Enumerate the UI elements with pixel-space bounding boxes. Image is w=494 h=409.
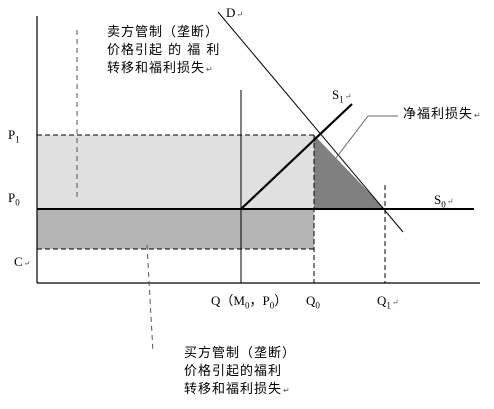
seller-annotation-line-2: 价格引起 的 福 利: [107, 43, 221, 58]
q-m0-p0-label: Q（M0，P0）: [211, 293, 288, 311]
demand-label: D↵: [226, 5, 244, 20]
buyer-callout-line: [146, 244, 154, 353]
net-loss-annotation: 净福利损失↵: [403, 107, 482, 122]
seller-annotation-line-1: 卖方管制（垄断）: [107, 25, 220, 40]
net-welfare-loss-triangle: [314, 135, 385, 209]
net-loss-text: 净福利损失: [403, 107, 474, 122]
net-loss-callout-diag: [335, 115, 369, 159]
seller-annotation: 卖方管制（垄断） 价格引起 的 福 利 转移和福利损失↵: [107, 24, 220, 79]
supply-s1-line: [240, 103, 353, 210]
c-label: C↵: [14, 254, 31, 269]
seller-annotation-line-3: 转移和福利损失↵: [107, 61, 214, 76]
buyer-annotation-line-3: 转移和福利损失↵: [184, 382, 291, 397]
seller-transfer-area: [37, 135, 314, 209]
demand-curve-line: [217, 11, 404, 233]
s0-label: S0↵: [434, 192, 454, 210]
p0-label: P0: [8, 190, 20, 208]
buyer-annotation: 买方管制（垄断） 价格引起的福利 转移和福利损失↵: [184, 345, 296, 400]
q0-label: Q0: [306, 293, 320, 311]
buyer-annotation-line-1: 买方管制（垄断）: [184, 346, 297, 361]
buyer-transfer-area: [37, 209, 314, 249]
s1-label: S1↵: [332, 87, 352, 105]
p1-label: P1: [8, 127, 20, 145]
buyer-annotation-line-2: 价格引起的福利: [184, 364, 283, 379]
q1-label: Q1↵: [377, 293, 399, 311]
